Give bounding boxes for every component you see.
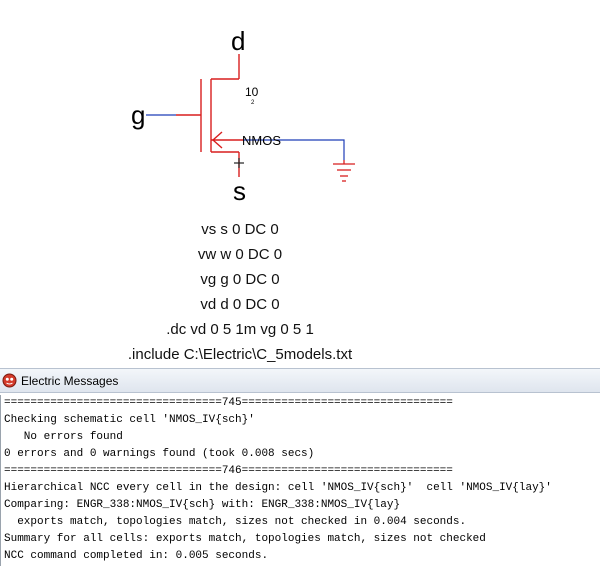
messages-title: Electric Messages: [21, 374, 119, 388]
width-label: 10: [245, 85, 259, 99]
log-line: Hierarchical NCC every cell in the desig…: [4, 482, 552, 494]
messages-log[interactable]: =================================745====…: [0, 395, 600, 566]
spice-line-include: .include C:\Electric\C_5models.txt: [127, 346, 353, 363]
log-line: exports match, topologies match, sizes n…: [4, 516, 467, 528]
schematic-canvas[interactable]: d g s 10 2 NMOS: [0, 0, 600, 368]
body-wire: [243, 139, 345, 160]
log-line: =================================746====…: [4, 465, 453, 477]
spice-line-dc: .dc vd 0 5 1m vg 0 5 1: [166, 321, 314, 338]
spice-line-vw: vw w 0 DC 0: [197, 246, 283, 263]
log-line: No errors found: [4, 431, 123, 443]
electric-messages-window[interactable]: Electric Messages ======================…: [0, 368, 600, 566]
log-line: =================================745====…: [4, 397, 453, 409]
log-line: Summary for all cells: exports match, to…: [4, 533, 486, 545]
spice-line-vg: vg g 0 DC 0: [200, 271, 280, 288]
drain-node-label: d: [231, 26, 245, 56]
gate-node-label: g: [131, 100, 145, 130]
spice-line-vd: vd d 0 DC 0: [200, 296, 280, 313]
source-node-label: s: [233, 176, 246, 206]
messages-titlebar[interactable]: Electric Messages: [0, 368, 600, 393]
log-line: 0 errors and 0 warnings found (took 0.00…: [4, 448, 315, 460]
log-line: Comparing: ENGR_338:NMOS_IV{sch} with: E…: [4, 499, 401, 511]
log-line: Checking schematic cell 'NMOS_IV{sch}': [4, 414, 255, 426]
log-line: NCC command completed in: 0.005 seconds.: [4, 550, 269, 562]
length-label: 2: [251, 100, 255, 106]
spice-line-vs: vs s 0 DC 0: [201, 221, 279, 238]
device-type-label: NMOS: [242, 133, 281, 148]
body-arrow: [211, 131, 223, 149]
electric-app-icon: [2, 373, 17, 388]
